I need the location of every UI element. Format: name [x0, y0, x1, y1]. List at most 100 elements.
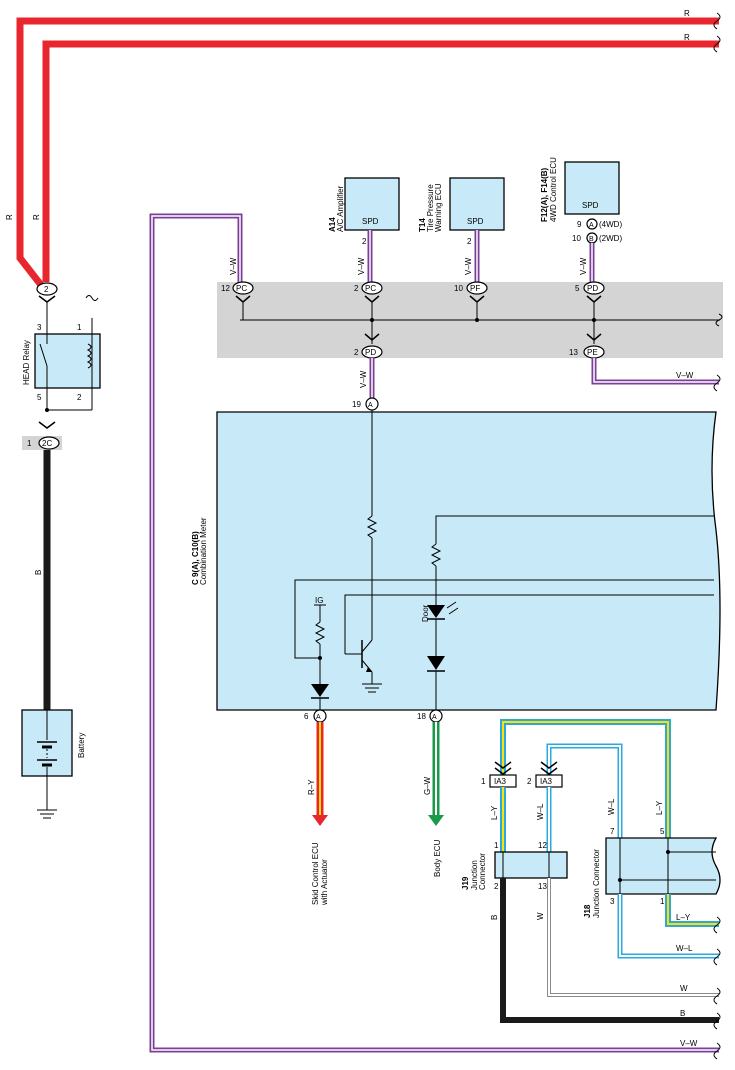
connector-meter-18-pin: 18 — [417, 712, 426, 721]
f12-conn-b: B — [589, 236, 594, 243]
j19-code: J19 — [461, 876, 470, 890]
connector-pc-12-id: PC — [236, 284, 247, 293]
connector-meter-6-pin: 6 — [304, 712, 309, 721]
j18-junction-connector: 7 5 3 1 J18 Junction Connector W–L L–Y — [583, 798, 721, 918]
meter-code: C 9(A), C10(B) — [191, 531, 200, 585]
t14-pin: 2 — [467, 237, 472, 246]
connector-ia3-2-id: IA3 — [540, 777, 553, 786]
battery: Battery — [21, 709, 86, 819]
connector-2c-id: 2C — [42, 439, 52, 448]
wire-label-b-j19: B — [490, 915, 499, 920]
connector-pd-5: PD 5 — [575, 281, 605, 344]
connector-pc-2-pin: 2 — [354, 284, 359, 293]
violet-wire-loop — [149, 213, 721, 1060]
connector-pd-5-id: PD — [587, 284, 598, 293]
j18-pin5: 5 — [660, 827, 665, 836]
wire-label-b-main: B — [34, 570, 43, 575]
relay-pin5: 5 — [37, 393, 42, 402]
wire-label-vw-a14: V–W — [357, 257, 366, 275]
connector-meter-19-id: A — [368, 402, 373, 409]
j18-code: J18 — [583, 904, 592, 918]
f12-note-b: (2WD) — [599, 234, 622, 243]
a14-pin-label: SPD — [362, 217, 379, 226]
connector-meter-18: A 18 — [417, 709, 443, 723]
wire-label-ly-left: L–Y — [490, 805, 499, 820]
wire-w-l-loop — [546, 743, 623, 840]
red-wire-group — [16, 12, 721, 288]
wire-g-w: G–W Body ECU — [423, 722, 444, 877]
wire-label-vw-pd2: V–W — [359, 370, 368, 388]
connector-pd-2: PD 2 V–W — [354, 333, 383, 398]
wire-label-b-bottom: B — [680, 1009, 685, 1018]
dest-skid-line1: Skid Control ECU — [311, 842, 320, 905]
connector-2c: 1 2C — [22, 421, 62, 450]
j18-pin3: 3 — [610, 897, 615, 906]
wire-label-vw-f12: V–W — [579, 257, 588, 275]
a14-code: A14 — [328, 217, 337, 232]
battery-name: Battery — [77, 733, 86, 758]
f12-pin-label: SPD — [582, 201, 599, 210]
head-relay: 3 1 5 2 HEAD Relay — [22, 295, 101, 412]
wire-l-y-loop — [500, 719, 671, 840]
connector-pd-5-pin: 5 — [575, 284, 580, 293]
wire-label-vw-pe13: V–W — [676, 371, 694, 380]
f12-pin-a: 9 — [577, 220, 582, 229]
a14-pin: 2 — [362, 237, 367, 246]
connector-ia3-1-pin: 1 — [481, 777, 486, 786]
connector-pf-10-id: PF — [470, 284, 480, 293]
f12-code: F12(A), F14(B) — [540, 167, 549, 222]
component-a14: SPD 2 A14 A/C Amplifier V–W — [328, 177, 400, 282]
connector-pf-10: PF 10 — [454, 281, 488, 322]
connector-ia3-2: IA3 2 — [527, 774, 563, 788]
meter-ig-label: IG — [315, 596, 323, 605]
connector-ia3-1: IA3 1 — [481, 774, 517, 788]
connector-meter-19: A 19 — [352, 397, 379, 411]
connector-2c-pin: 1 — [27, 439, 32, 448]
wire-w-j19 — [547, 878, 719, 997]
wire-label-r-left2: R — [32, 214, 41, 220]
f12-note-a: (4WD) — [599, 220, 622, 229]
j18-name: Junction Connector — [592, 849, 601, 918]
t14-name1: Tire Pressure — [426, 184, 435, 232]
combination-meter: C 9(A), C10(B) Combination Meter IG — [191, 410, 721, 711]
connector-meter-6: A 6 — [304, 709, 327, 723]
connector-pc-2: PC 2 — [354, 281, 383, 344]
relay-name: HEAD Relay — [22, 340, 31, 385]
wire-label-ly-right: L–Y — [655, 800, 664, 815]
j19-pin12: 12 — [538, 841, 547, 850]
j18-pin1: 1 — [660, 897, 665, 906]
wire-label-ly-j18: L–Y — [676, 913, 691, 922]
wire-label-gw: G–W — [423, 776, 432, 795]
j18-pin7: 7 — [610, 827, 615, 836]
connector-pe-13-id: PE — [587, 348, 598, 357]
meter-name: Combination Meter — [199, 517, 208, 585]
a14-name: A/C Amplifier — [336, 185, 345, 232]
wire-label-vw-bottom: V–W — [680, 1039, 698, 1048]
wire-label-r-top2: R — [684, 33, 690, 42]
meter-door-label: Door — [421, 604, 430, 622]
j19-pin13: 13 — [538, 882, 547, 891]
wire-label-wl-right: W–L — [607, 798, 616, 815]
dest-body-ecu: Body ECU — [433, 839, 442, 877]
f12-conn-a: A — [589, 222, 594, 229]
connector-relay-top-id: 2 — [44, 285, 49, 294]
connector-pc-12: PC 12 — [221, 281, 254, 320]
connector-pc-12-pin: 12 — [221, 284, 230, 293]
wire-label-vw-pc12: V–W — [229, 257, 238, 275]
j19-junction-connector: 1 12 2 13 J19 Junction Connector — [461, 841, 568, 891]
connector-pc-2-id: PC — [365, 284, 376, 293]
wire-label-vw-t14: V–W — [464, 257, 473, 275]
j19-name2: Connector — [478, 853, 487, 890]
connector-ia3-1-id: IA3 — [494, 777, 507, 786]
wire-label-ry: R–Y — [307, 779, 316, 795]
wire-label-w-j19: W — [536, 912, 545, 920]
wire-label-wl-j18: W–L — [676, 944, 693, 953]
wire-r-y: R–Y Skid Control ECU with Actuator — [307, 722, 329, 906]
dest-skid-line2: with Actuator — [320, 859, 329, 906]
relay-pin3: 3 — [37, 323, 42, 332]
component-f12: SPD F12(A), F14(B) 4WD Control ECU 9 A (… — [540, 157, 622, 282]
connector-pd-2-pin: 2 — [354, 348, 359, 357]
wire-label-wl-left: W–L — [536, 803, 545, 820]
connector-meter-19-pin: 19 — [352, 400, 361, 409]
